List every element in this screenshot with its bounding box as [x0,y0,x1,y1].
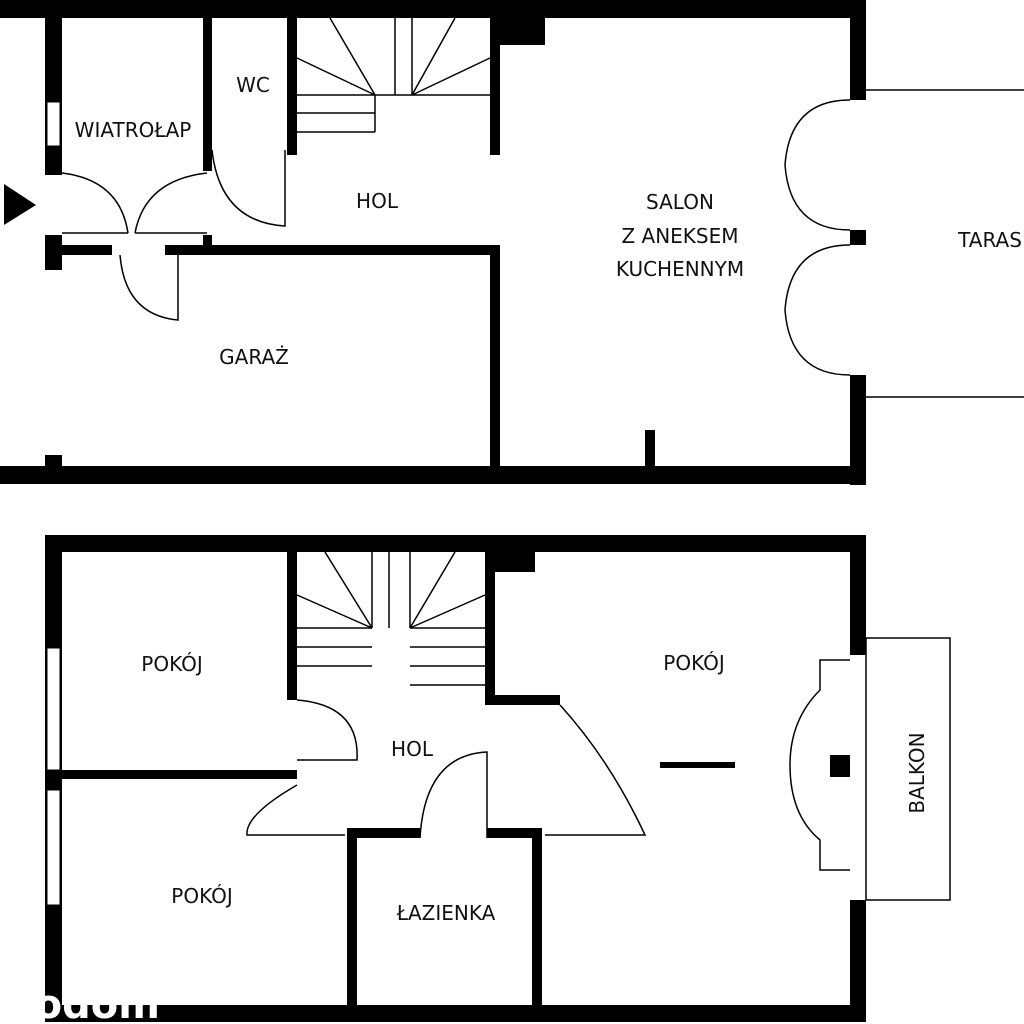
first-floor: POKÓJ POKÓJ POKÓJ HOL ŁAZIENKA BALKON [45,535,951,1022]
ground-floor: WIATROŁAP WC HOL GARAŻ SALON Z ANEKSEM K… [0,0,1024,485]
room-label-vestibule: WIATROŁAP [75,118,192,142]
room-label-hall: HOL [356,189,399,213]
room-label-living-2: Z ANEKSEM [621,224,738,248]
room-label-terrace: TARAS [957,228,1022,252]
room-label-right-room: POKÓJ [663,651,724,675]
room-label-living-1: SALON [646,190,714,214]
room-label-bottom-left-room: POKÓJ [171,884,232,908]
room-label-hall: HOL [391,737,434,761]
room-label-wc: WC [236,73,270,97]
room-label-top-left-room: POKÓJ [141,652,202,676]
room-label-garage: GARAŻ [219,345,289,369]
room-label-living-3: KUCHENNYM [616,257,744,281]
entrance-arrow-icon [4,184,36,225]
room-label-bathroom: ŁAZIENKA [396,901,496,925]
room-label-balcony: BALKON [905,732,929,813]
watermark-logo: otodom [0,982,160,1024]
